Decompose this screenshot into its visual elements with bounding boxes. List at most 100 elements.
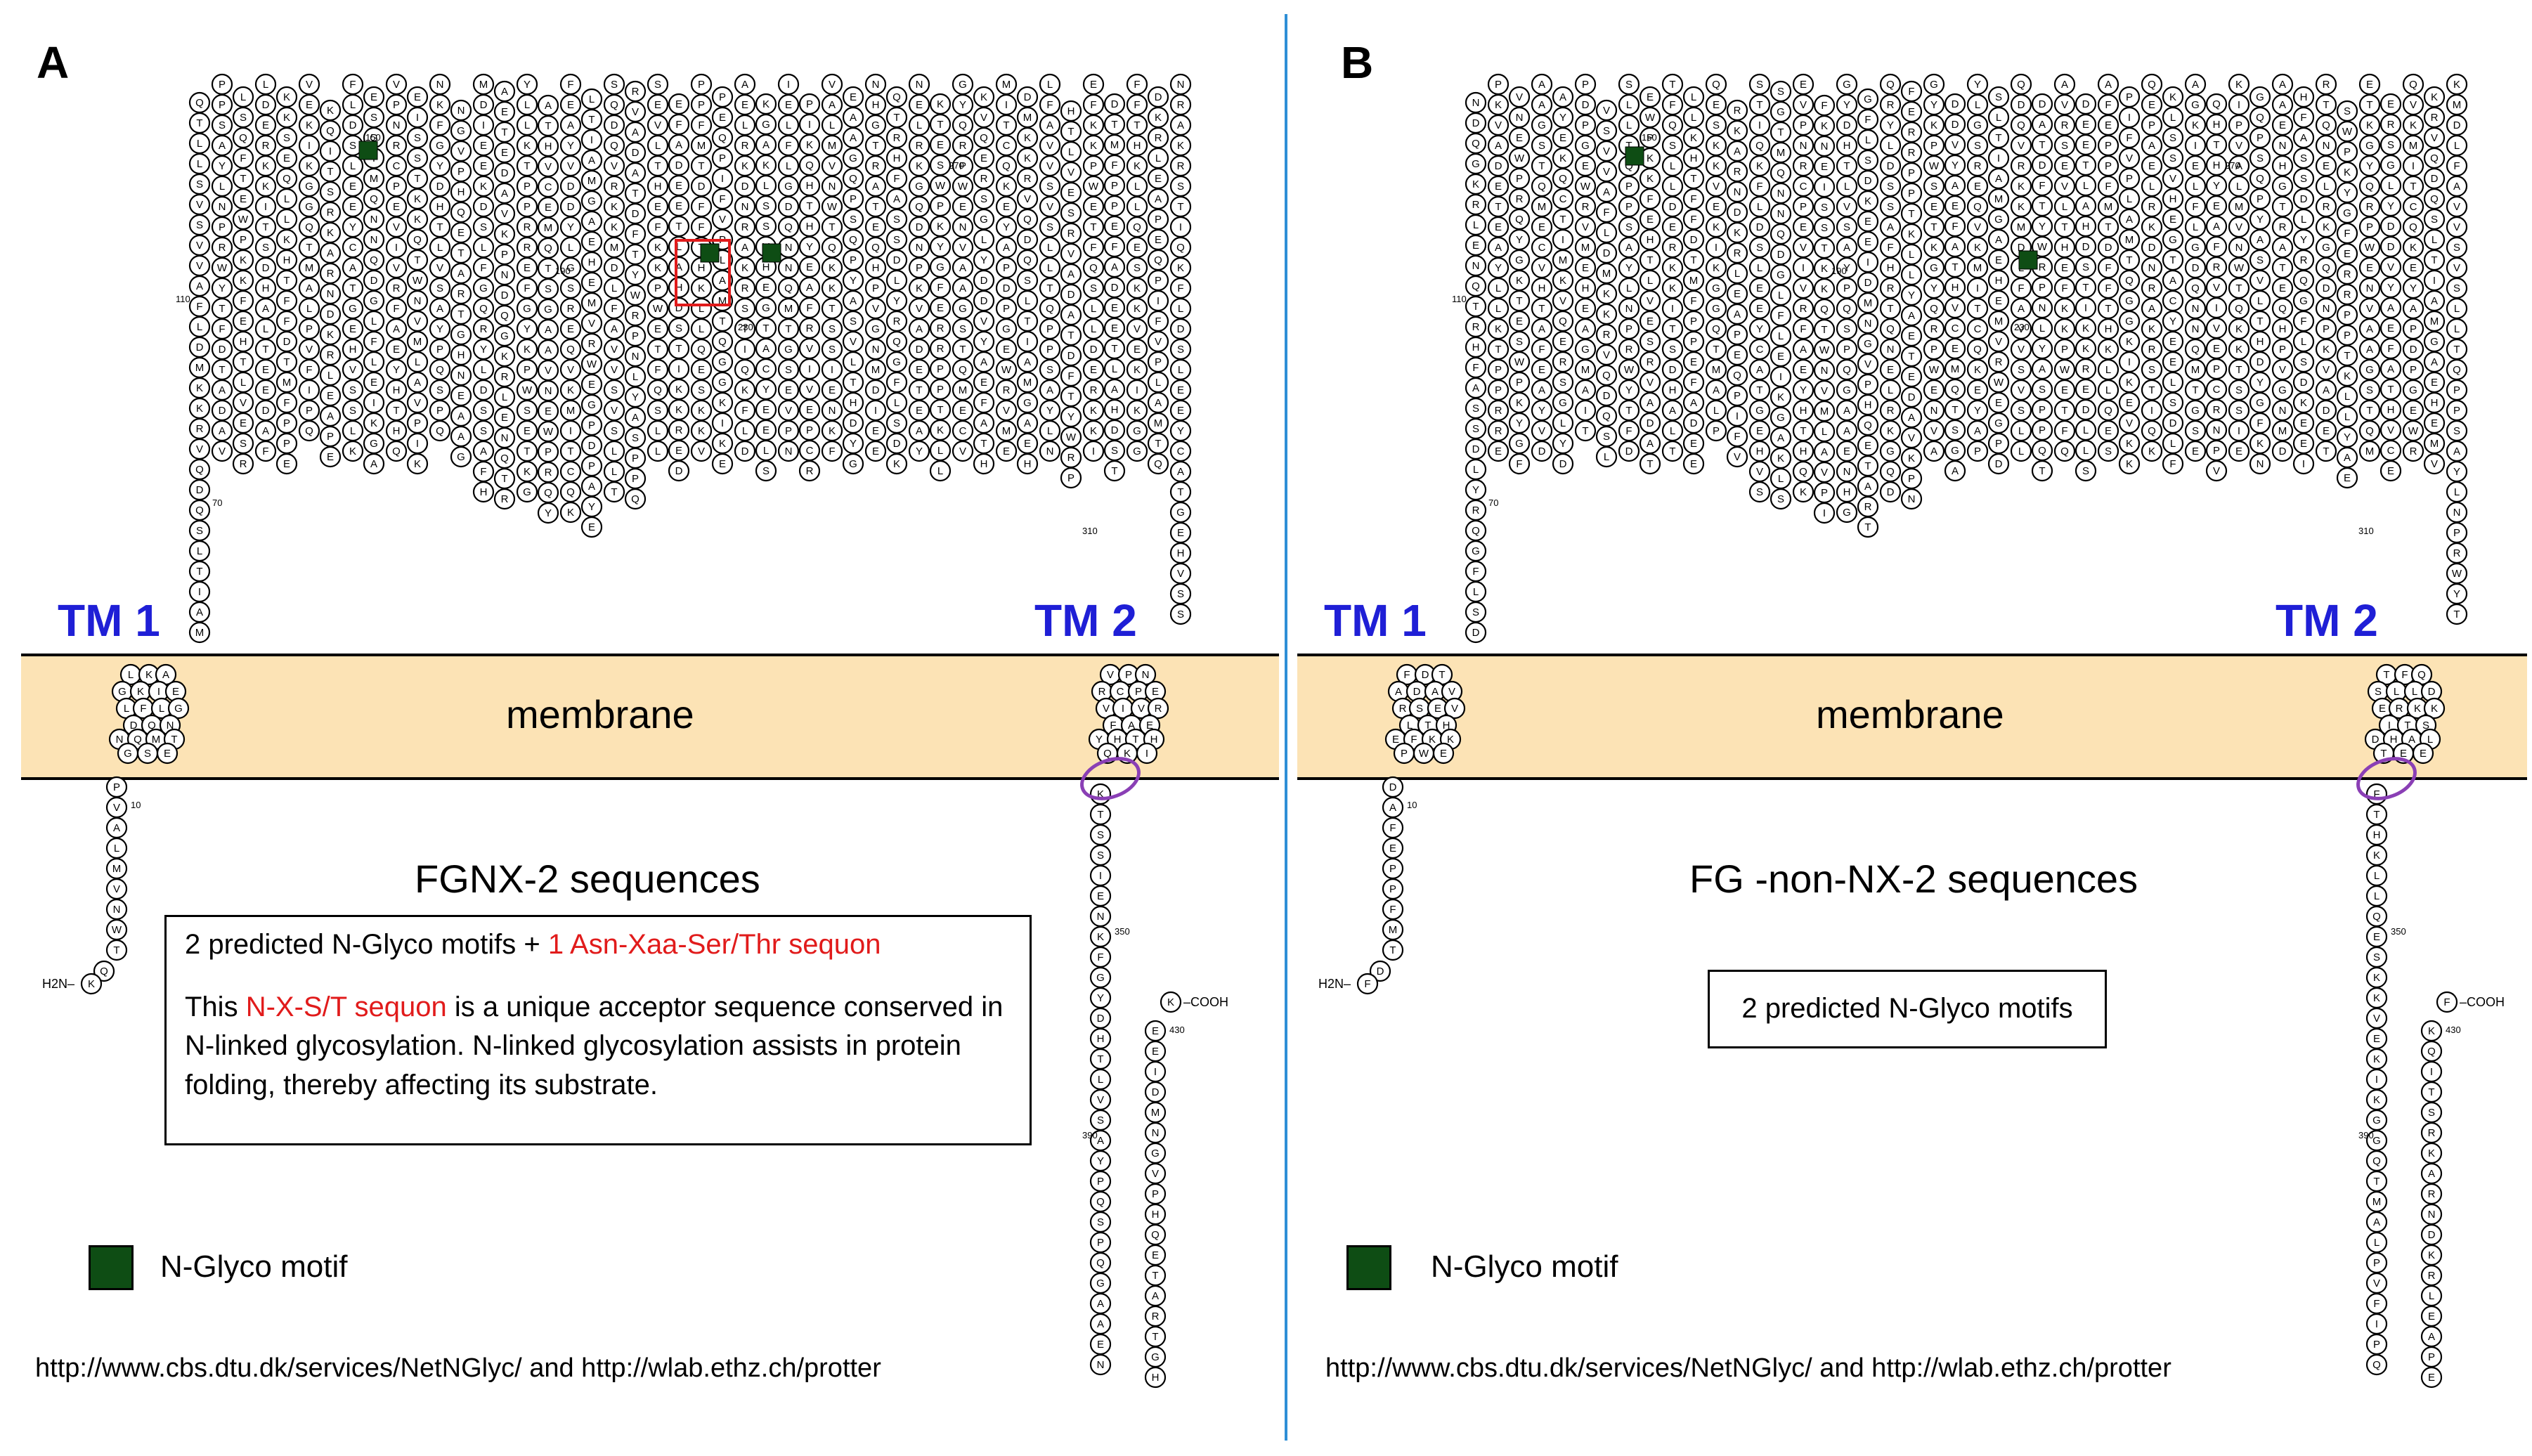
glyco-motif-swatch xyxy=(1346,1245,1391,1290)
residue: F xyxy=(2436,991,2458,1013)
residue: D xyxy=(188,336,211,358)
residue: R xyxy=(2271,216,2294,238)
residue: T xyxy=(2380,378,2402,401)
residue: T xyxy=(1879,297,1902,320)
residue: E xyxy=(1966,379,1989,401)
residue: E xyxy=(1487,175,1510,197)
residue: K xyxy=(2141,440,2163,462)
residue: Q xyxy=(2446,358,2468,381)
residue: F xyxy=(1682,208,1705,230)
svg-text:R: R xyxy=(1472,321,1480,333)
residue: L xyxy=(1857,129,1879,151)
residue: N xyxy=(2271,399,2294,422)
residue: T xyxy=(1639,249,1661,271)
residue: K xyxy=(2118,371,2141,394)
residue: L xyxy=(2097,379,2119,401)
residue: S xyxy=(2336,100,2358,122)
residue: L xyxy=(1595,446,1618,468)
svg-text:E: E xyxy=(1821,161,1828,173)
residue: N xyxy=(1813,135,1836,157)
residue: A xyxy=(1382,796,1404,819)
residue: D xyxy=(2097,236,2119,259)
svg-text:I: I xyxy=(1823,181,1826,193)
residue: F xyxy=(1382,817,1404,839)
residue: K xyxy=(2402,236,2424,259)
residue: V xyxy=(2446,216,2468,238)
residue: Q xyxy=(2315,256,2337,279)
residue: L xyxy=(2031,317,2053,339)
svg-text:T: T xyxy=(1495,344,1501,356)
residue: Y xyxy=(2249,208,2271,230)
residue: V xyxy=(2053,93,2076,116)
residue: F xyxy=(2205,235,2228,258)
svg-text:T: T xyxy=(1559,214,1566,226)
residue: A xyxy=(2271,236,2294,259)
residue: Q xyxy=(1923,297,1945,320)
svg-text:N: N xyxy=(1930,405,1938,417)
residue: V xyxy=(2010,134,2032,157)
svg-text:I: I xyxy=(1671,303,1674,315)
residue: E xyxy=(1552,126,1574,149)
residue: Q xyxy=(1508,208,1531,230)
svg-text:T: T xyxy=(1777,126,1784,138)
svg-text:L: L xyxy=(1734,268,1740,280)
svg-text:T: T xyxy=(1952,261,1958,273)
residue: D xyxy=(2402,338,2424,360)
residue: R xyxy=(1508,188,1531,210)
svg-text:Y: Y xyxy=(1843,99,1850,111)
svg-text:E: E xyxy=(1495,181,1502,193)
residue: E xyxy=(2336,467,2358,489)
residue: P xyxy=(1487,73,1510,96)
residue: A xyxy=(1595,181,1618,203)
residue: D xyxy=(1465,438,1487,460)
svg-text:L: L xyxy=(1865,134,1871,146)
residue: P xyxy=(1618,175,1640,197)
svg-text:M: M xyxy=(1689,275,1699,287)
residue: Q xyxy=(1661,114,1684,136)
svg-text:Y: Y xyxy=(1559,112,1566,124)
annotation-box: 2 predicted N-Glyco motifs xyxy=(1708,970,2107,1048)
svg-text:G: G xyxy=(1472,545,1480,557)
svg-text:I: I xyxy=(1562,234,1564,246)
residue: E xyxy=(1531,216,1553,238)
residue: T xyxy=(2358,399,2381,422)
svg-text:F: F xyxy=(1864,114,1871,126)
residue: T xyxy=(2446,338,2468,360)
residue: L xyxy=(2365,864,2388,887)
residue: E xyxy=(2184,440,2207,462)
svg-text:L: L xyxy=(1757,262,1762,274)
svg-text:F: F xyxy=(1647,193,1653,205)
glyco-motif-marker xyxy=(1625,146,1644,166)
residue: Y xyxy=(2336,426,2358,448)
svg-text:N: N xyxy=(1821,365,1829,377)
residue: L xyxy=(2184,216,2207,238)
residue: K xyxy=(2053,297,2076,320)
svg-text:Y: Y xyxy=(1800,384,1807,396)
residue: D xyxy=(2380,215,2402,238)
svg-text:I: I xyxy=(1823,507,1826,519)
residue: S xyxy=(1748,73,1771,96)
residue: V xyxy=(2162,167,2184,190)
residue: E xyxy=(2423,412,2446,434)
residue: E xyxy=(1639,310,1661,332)
svg-text:S: S xyxy=(1756,486,1763,498)
residue: K xyxy=(1923,236,1945,259)
residue: T xyxy=(2162,249,2184,271)
residue: I xyxy=(2402,155,2424,177)
residue: N xyxy=(1900,488,1923,510)
residue: R xyxy=(2420,1264,2443,1287)
svg-text:E: E xyxy=(1582,160,1589,172)
residue: T xyxy=(2141,379,2163,401)
residue: L xyxy=(2184,175,2207,197)
residue: T xyxy=(2075,154,2097,176)
svg-text:P: P xyxy=(1495,364,1502,376)
svg-text:T: T xyxy=(1908,351,1914,363)
residue: I xyxy=(2205,297,2228,319)
residue: P xyxy=(1857,373,1879,396)
residue: N xyxy=(1792,134,1814,157)
svg-text:W: W xyxy=(1624,364,1635,376)
svg-text:L: L xyxy=(1757,201,1762,213)
residue: E xyxy=(1432,742,1455,765)
svg-text:D: D xyxy=(1647,417,1654,429)
